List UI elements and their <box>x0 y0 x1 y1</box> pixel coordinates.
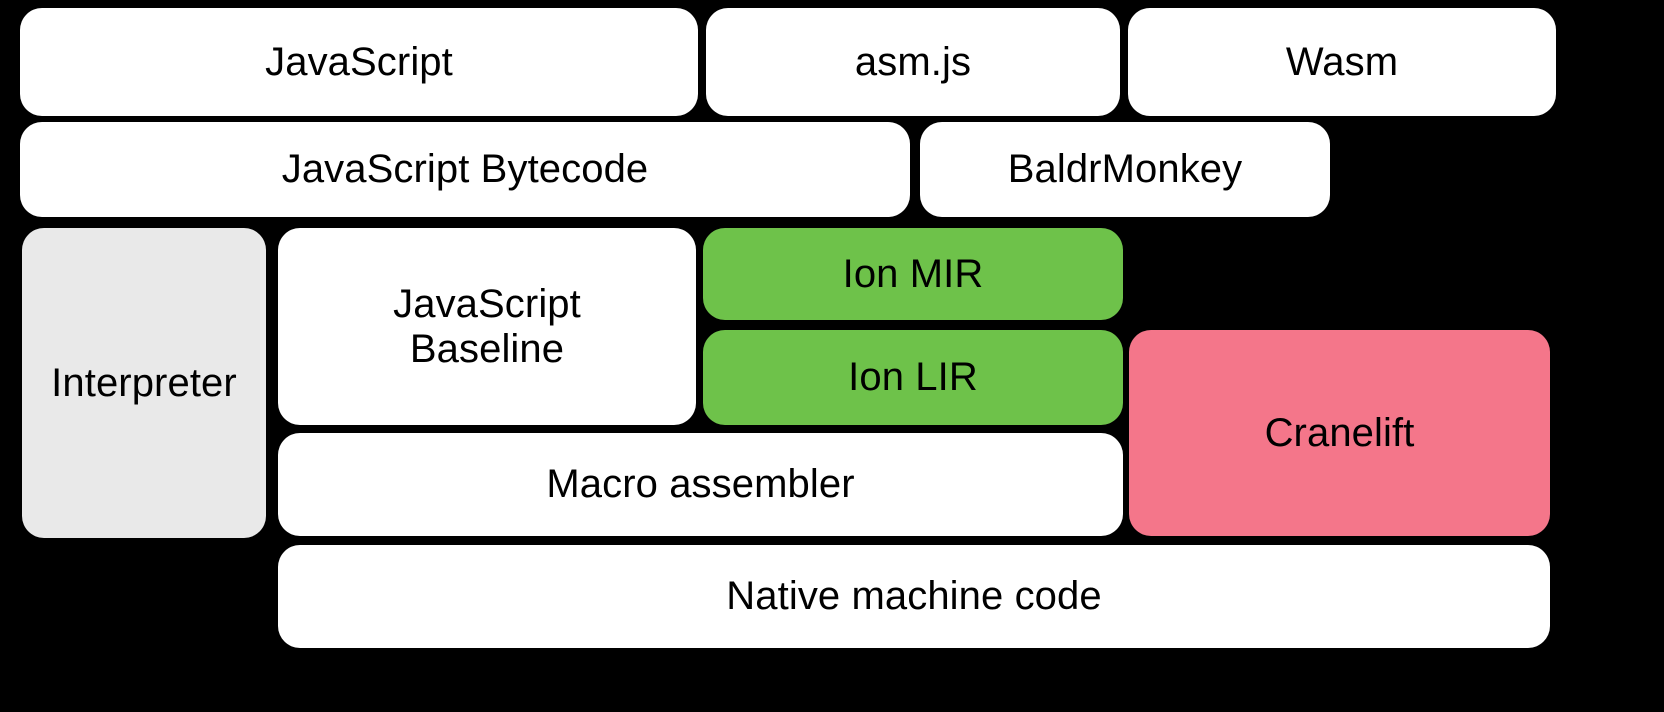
node-macro-assembler[interactable]: Macro assembler <box>278 433 1123 536</box>
node-ion-lir[interactable]: Ion LIR <box>703 330 1123 425</box>
node-cranelift[interactable]: Cranelift <box>1129 330 1550 536</box>
node-baldrmonkey[interactable]: BaldrMonkey <box>920 122 1330 217</box>
node-asmjs[interactable]: asm.js <box>706 8 1120 116</box>
node-native-machine-code[interactable]: Native machine code <box>278 545 1550 648</box>
node-javascript-baseline[interactable]: JavaScript Baseline <box>278 228 696 425</box>
node-javascript[interactable]: JavaScript <box>20 8 698 116</box>
node-javascript-bytecode[interactable]: JavaScript Bytecode <box>20 122 910 217</box>
node-ion-mir[interactable]: Ion MIR <box>703 228 1123 320</box>
node-interpreter[interactable]: Interpreter <box>22 228 266 538</box>
node-wasm[interactable]: Wasm <box>1128 8 1556 116</box>
